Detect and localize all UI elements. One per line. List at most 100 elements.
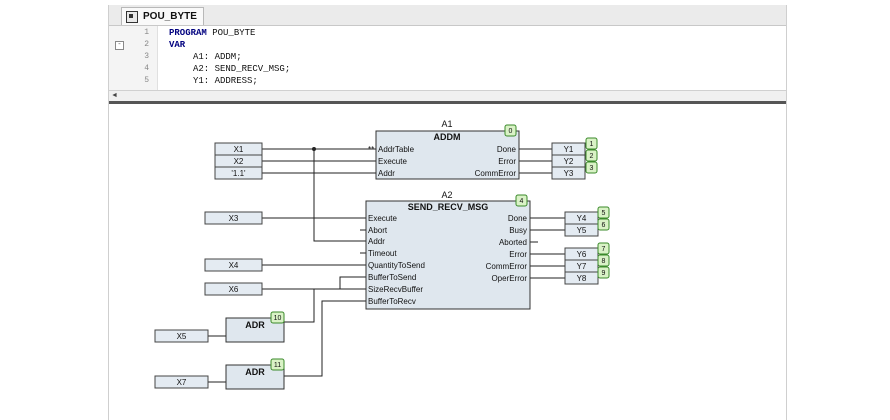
pin-label[interactable]: Aborted — [499, 238, 527, 247]
wire[interactable] — [284, 288, 366, 323]
execution-order-badge — [597, 206, 610, 219]
pin-label[interactable]: Busy — [509, 226, 527, 235]
output-label: Y3 — [564, 169, 574, 178]
pin-label[interactable]: Addr — [368, 237, 385, 246]
block-type-name: SEND_RECV_MSG — [408, 202, 489, 212]
execution-order-badge — [585, 149, 598, 162]
execution-order-number: 4 — [520, 198, 524, 205]
code-line[interactable]: 3 A1: ADDM; — [109, 51, 786, 63]
pin-label[interactable]: Done — [508, 214, 528, 223]
pin-label[interactable]: BufferToRecv — [368, 297, 416, 306]
pin-label[interactable]: CommError — [486, 262, 528, 271]
block-instance-name[interactable]: A2 — [441, 190, 452, 200]
pin-label[interactable]: AddrTable — [378, 145, 415, 154]
input-box-x1[interactable]: X1 — [214, 142, 263, 156]
code-line[interactable]: 1 PROGRAM POU_BYTE — [109, 27, 786, 39]
execution-order-number: 7 — [602, 246, 606, 253]
input-box-x4[interactable]: X4 — [204, 258, 263, 272]
execution-order-badge — [597, 242, 610, 255]
code-line[interactable]: 4 A2: SEND_RECV_MSG; — [109, 63, 786, 75]
line-number: 2 — [144, 40, 149, 49]
execution-order-badge — [597, 266, 610, 279]
output-box-y2[interactable]: Y2 2 — [551, 149, 598, 168]
wire[interactable] — [262, 276, 366, 290]
code-text: POU_BYTE — [206, 28, 256, 38]
pin-label[interactable]: SizeRecvBuffer — [368, 285, 423, 294]
block-a1[interactable]: A1 ADDM ** AddrTable Execute Addr Done E… — [368, 119, 520, 180]
pin-label[interactable]: Done — [497, 145, 517, 154]
tab-bar: POU_BYTE — [109, 5, 786, 26]
execution-order-badge — [597, 254, 610, 267]
code-line[interactable]: - 2 VAR — [109, 39, 786, 51]
input-label: X5 — [177, 332, 187, 341]
pin-label[interactable]: Execute — [378, 157, 407, 166]
block-body[interactable] — [375, 130, 520, 180]
input-label: X7 — [177, 378, 187, 387]
pin-label[interactable]: Error — [509, 250, 527, 259]
pin-label[interactable]: CommError — [475, 169, 517, 178]
horizontal-scrollbar[interactable]: ◄ — [109, 90, 786, 101]
execution-order-number: 0 — [509, 128, 513, 135]
pin-label[interactable]: Addr — [378, 169, 395, 178]
output-box-y5[interactable]: Y5 6 — [564, 218, 610, 237]
execution-order-number: 1 — [590, 141, 594, 148]
wire[interactable] — [284, 300, 366, 377]
input-box-x7[interactable]: X7 — [154, 375, 209, 389]
input-marker: ** — [368, 145, 374, 154]
block-adr-1[interactable]: ADR 10 — [225, 311, 285, 343]
code-text: Y1: ADDRESS; — [193, 76, 258, 86]
output-label: Y6 — [577, 250, 587, 259]
editor-splitter[interactable] — [109, 101, 786, 104]
output-label: Y7 — [577, 262, 587, 271]
pin-label[interactable]: Error — [498, 157, 516, 166]
pin-label[interactable]: Abort — [368, 226, 388, 235]
code-line[interactable]: 5 Y1: ADDRESS; — [109, 75, 786, 87]
execution-order-number: 8 — [602, 258, 606, 265]
output-box-y7[interactable]: Y7 8 — [564, 254, 610, 273]
keyword: PROGRAM — [169, 28, 207, 38]
pin-label[interactable]: Execute — [368, 214, 397, 223]
execution-order-badge — [270, 311, 285, 324]
pin-label[interactable]: OperError — [491, 274, 527, 283]
wires — [208, 148, 565, 383]
code-text: A1: ADDM; — [193, 52, 242, 62]
output-label: Y5 — [577, 226, 587, 235]
execution-order-number: 11 — [274, 362, 281, 369]
line-number: 3 — [144, 52, 149, 61]
input-label: X3 — [229, 214, 239, 223]
scroll-left-icon[interactable]: ◄ — [111, 92, 118, 99]
input-box-x3[interactable]: X3 — [204, 211, 263, 225]
line-number-gutter — [109, 26, 158, 90]
output-label: Y2 — [564, 157, 574, 166]
input-box-x5[interactable]: X5 — [154, 329, 209, 343]
wire[interactable] — [313, 149, 366, 242]
block-body[interactable] — [365, 200, 531, 310]
output-label: Y8 — [577, 274, 587, 283]
fold-toggle-icon[interactable]: - — [115, 41, 124, 50]
block-adr-2[interactable]: ADR 11 — [225, 358, 285, 390]
tab-pou-byte[interactable]: POU_BYTE — [121, 7, 204, 25]
pin-label[interactable]: QuantityToSend — [368, 261, 425, 270]
pin-label[interactable]: BufferToSend — [368, 273, 416, 282]
execution-order-number: 5 — [602, 210, 606, 217]
block-instance-name[interactable]: A1 — [441, 119, 452, 129]
input-box-x2[interactable]: X2 — [214, 154, 263, 168]
output-box-y4[interactable]: Y4 5 — [564, 206, 610, 225]
input-box-const[interactable]: '1.1' — [214, 166, 263, 180]
code-text: A2: SEND_RECV_MSG; — [193, 64, 291, 74]
keyword: VAR — [169, 40, 186, 50]
output-label: Y4 — [577, 214, 587, 223]
declaration-editor[interactable]: 1 PROGRAM POU_BYTE - 2 VAR 3 A1: ADDM; 4… — [109, 26, 786, 90]
output-box-y3[interactable]: Y3 3 — [551, 161, 598, 180]
execution-order-badge — [270, 358, 285, 371]
execution-order-badge — [504, 124, 517, 137]
execution-order-number: 2 — [590, 153, 594, 160]
pou-icon — [126, 10, 138, 23]
pin-label[interactable]: Timeout — [368, 249, 397, 258]
block-type-name: ADR — [245, 367, 265, 377]
block-a2[interactable]: A2 SEND_RECV_MSG Execute Abort Addr Time… — [365, 190, 531, 310]
input-box-x6[interactable]: X6 — [204, 282, 263, 296]
output-box-y8[interactable]: Y8 9 — [564, 266, 610, 285]
input-label: X6 — [229, 285, 239, 294]
execution-order-number: 10 — [274, 315, 282, 322]
